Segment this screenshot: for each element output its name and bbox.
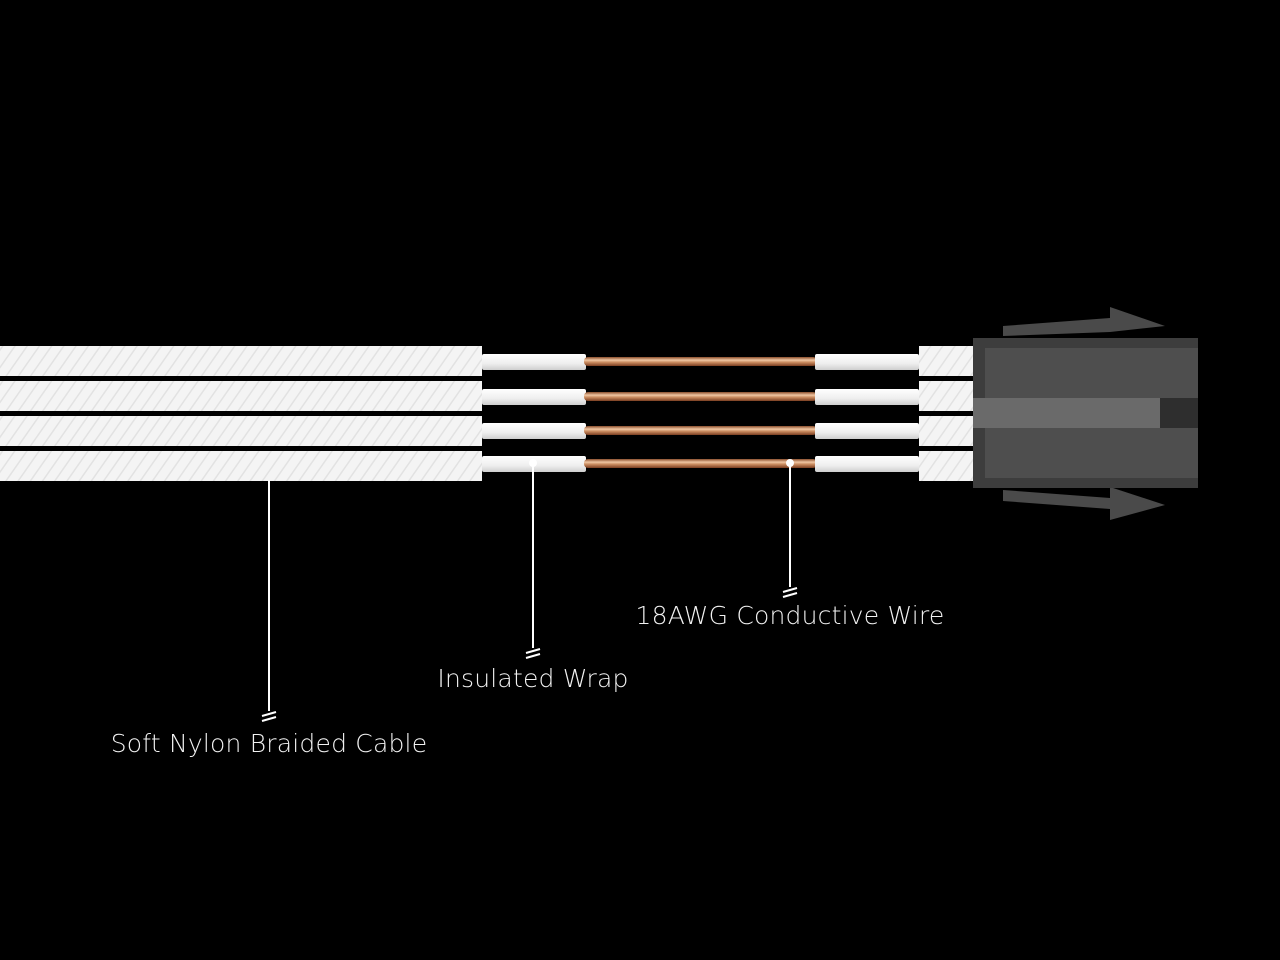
insulation-left-1 xyxy=(482,354,586,370)
insulation-left xyxy=(482,354,586,472)
insulation-right xyxy=(815,354,919,472)
connector-latch-top xyxy=(1003,307,1165,336)
copper-wire-4 xyxy=(584,459,817,468)
connector-slot xyxy=(973,398,1160,428)
insulation-right-2 xyxy=(815,389,919,405)
copper-wire-1 xyxy=(584,357,817,366)
insulation-left-3 xyxy=(482,423,586,439)
braided-sleeve-4 xyxy=(0,451,482,481)
label-insulation: Insulated Wrap xyxy=(437,664,629,693)
braided-stub-3 xyxy=(919,416,975,446)
braided-cable-left xyxy=(0,346,482,481)
leader-insulation xyxy=(525,459,541,659)
insulation-right-4 xyxy=(815,456,919,472)
label-braided-cable: Soft Nylon Braided Cable xyxy=(110,729,428,758)
label-conductor: 18AWG Conductive Wire xyxy=(635,601,945,630)
braided-stub-1 xyxy=(919,346,975,376)
connector-plug xyxy=(973,307,1198,520)
insulation-left-2 xyxy=(482,389,586,405)
insulation-right-3 xyxy=(815,423,919,439)
copper-wire-2 xyxy=(584,392,817,401)
leader-lines xyxy=(261,459,798,722)
leader-conductor xyxy=(782,459,798,598)
connector-latch-bottom xyxy=(1003,487,1165,520)
connector-slot-end xyxy=(1160,398,1198,428)
braided-stub-2 xyxy=(919,381,975,411)
braided-sleeve-3 xyxy=(0,416,482,446)
copper-wire-3 xyxy=(584,426,817,435)
copper-conductors xyxy=(584,357,817,468)
insulation-right-1 xyxy=(815,354,919,370)
braided-stub-4 xyxy=(919,451,975,481)
leader-braided xyxy=(261,480,277,722)
braided-cable-right xyxy=(919,346,975,481)
braided-sleeve-1 xyxy=(0,346,482,376)
braided-sleeve-2 xyxy=(0,381,482,411)
